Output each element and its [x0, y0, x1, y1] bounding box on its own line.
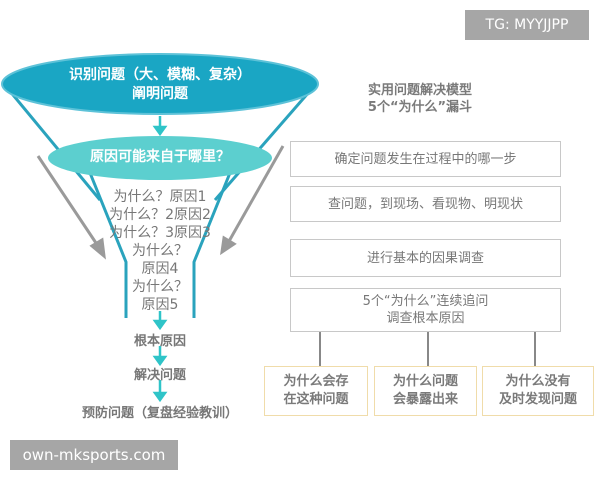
flow-arrows [152, 116, 168, 403]
second-ellipse [48, 136, 272, 180]
step-text: 调查根本原因 [386, 311, 465, 326]
root-cause-label: 根本原因 [133, 334, 186, 349]
second-ellipse-label: 原因可能来自于哪里？ [90, 149, 230, 165]
branch-text: 会暴露出来 [392, 392, 458, 407]
branch-text: 在这种问题 [283, 392, 349, 407]
why-list: 为什么？原因1 为什么？2原因2 为什么？3原因3 为什么？ 原因4 为什么？ … [80, 188, 240, 314]
model-title-line2: 5个“为什么”漏斗 [367, 100, 473, 115]
why-item: 原因4 [141, 261, 179, 277]
watermark-bottom: own-mksports.com [10, 440, 178, 470]
identify-problem-text: 识别问题（大、模糊、复杂） [69, 67, 251, 83]
step-text: 确定问题发生在过程中的哪一步 [334, 151, 517, 167]
solve-problem-label: 解决问题 [133, 368, 186, 383]
why-item: 为什么？ [132, 279, 188, 295]
why-item: 为什么？ [132, 243, 188, 259]
clarify-problem-text: 阐明问题 [132, 86, 188, 102]
branch-box-3: 为什么没有 及时发现问题 [482, 366, 594, 416]
funnel-outline [2, 83, 318, 318]
grey-arrows [36, 145, 285, 260]
watermark-top: TG: MYYJJPP [465, 10, 589, 40]
top-ellipse [1, 53, 319, 115]
branch-text: 及时发现问题 [498, 392, 577, 407]
branch-box-2: 为什么问题 会暴露出来 [374, 366, 477, 416]
model-title-line1: 实用问题解决模型 [367, 83, 472, 98]
branch-box-1: 为什么会存 在这种问题 [264, 366, 368, 416]
branch-text: 为什么会存 [283, 374, 349, 389]
why-item: 原因5 [141, 297, 179, 313]
branch-text: 为什么没有 [505, 374, 571, 389]
step-box-1: 确定问题发生在过程中的哪一步 [290, 141, 561, 177]
step-box-3: 进行基本的因果调查 [290, 239, 561, 277]
model-title: 实用问题解决模型 5个“为什么”漏斗 [330, 82, 510, 116]
prevent-problem-label: 预防问题（复盘经验教训） [81, 406, 238, 421]
step-text: 进行基本的因果调查 [366, 250, 484, 266]
step-text: 查问题，到现场、看现物、明现状 [327, 196, 523, 212]
top-ellipse-label: 识别问题（大、模糊、复杂） 阐明问题 [20, 66, 300, 104]
why-item: 为什么？2原因2 [109, 207, 211, 223]
branch-connectors [319, 332, 536, 368]
why-item: 为什么？3原因3 [109, 225, 211, 241]
why-item: 为什么？原因1 [113, 189, 207, 205]
step-text: 5个“为什么”连续追问 [362, 294, 489, 309]
branch-text: 为什么问题 [392, 374, 458, 389]
step-box-2: 查问题，到现场、看现物、明现状 [290, 186, 561, 222]
step-box-4: 5个“为什么”连续追问 调查根本原因 [290, 288, 561, 332]
